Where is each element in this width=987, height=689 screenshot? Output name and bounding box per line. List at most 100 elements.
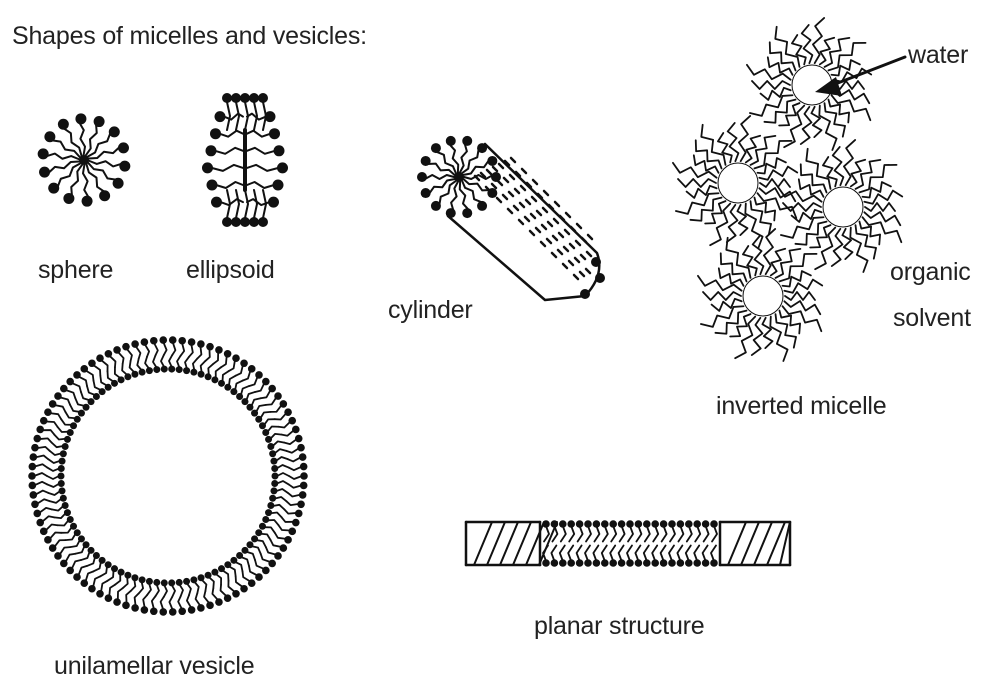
bilayer-head [70,422,77,429]
bilayer-tail [593,546,598,562]
bilayer-head [224,594,232,602]
bilayer-head [83,541,90,548]
bilayer-tail [70,405,80,412]
bilayer-head [284,536,292,544]
bilayer-head [93,393,100,400]
bilayer-head [88,359,96,367]
bilayer-head [161,366,168,373]
bilayer-tail [204,591,209,603]
planar-bilayer-drawing [466,520,790,567]
bilayer-head [28,472,36,480]
bilayer-head [236,552,243,559]
cylinder-texture-dash [531,214,535,218]
bilayer-tail [711,546,716,562]
bilayer-tail [586,526,591,542]
bilayer-head [131,604,139,612]
bilayer-head [159,608,167,616]
bilayer-tail [208,364,213,375]
bilayer-tail [139,582,143,594]
cylinder-texture-dash [533,180,537,184]
bilayer-head [88,547,95,554]
bilayer-tail [155,584,159,596]
bilayer-tail [695,526,700,542]
bilayer-head [31,444,39,452]
ellipsoid-micelle-drawing [202,93,288,227]
bilayer-head [58,480,65,487]
bilayer-tail [216,367,221,378]
bilayer-head [188,606,196,614]
surfactant-head [231,217,241,227]
bilayer-tail [687,526,692,542]
inverted-surfactant-tail [754,141,791,169]
bilayer-head [124,572,131,579]
bilayer-tail [636,526,641,542]
surfactant-head [202,162,213,173]
surfactant-tail [247,148,275,154]
cylinder-texture-dash [515,189,519,193]
bilayer-tail [694,546,699,562]
bilayer-head [230,557,237,564]
bilayer-head [215,598,223,606]
surfactant-head [595,273,605,283]
cylinder-texture-dash [588,235,592,239]
bilayer-head [178,607,186,615]
inverted-surfactant-tail [694,155,719,172]
bilayer-head [40,528,48,536]
bilayer-head [240,585,248,593]
bilayer-tail [194,582,198,594]
bilayer-head [64,436,71,443]
surfactant-tail [247,182,274,188]
surfactant-tail [224,114,243,120]
inverted-surfactant-tail [799,179,824,196]
bilayer-tail [177,356,181,368]
surfactant-head [240,93,250,103]
bilayer-tail [241,557,249,566]
bilayer-head [88,585,96,593]
bilayer-head [702,520,710,528]
bilayer-tail [271,405,282,412]
bilayer-tail [268,426,279,431]
surfactant-head [109,126,120,137]
bilayer-head [710,559,718,567]
bilayer-head [153,579,160,586]
cylinder-texture-dash [571,227,575,231]
bilayer-tail [260,534,270,540]
surfactant-head [249,93,259,103]
inverted-surfactant-tail [730,314,750,336]
bilayer-tail [47,468,59,471]
inverted-surfactant-tail [828,43,865,71]
surfactant-tail [247,165,279,171]
bilayer-head [567,520,575,528]
bilayer-head [96,590,104,598]
bilayer-head [88,398,95,405]
bilayer-head [271,465,278,472]
inverted-surfactant-tail [712,299,742,311]
inverted-surfactant-tail [810,225,830,247]
bilayer-head [270,458,277,465]
bilayer-head [609,520,617,528]
surfactant-head [207,180,218,191]
bilayer-tail [212,588,218,600]
bilayer-head [265,436,272,443]
cylinder-texture-dash [537,211,541,215]
bilayer-tail [100,566,107,576]
bilayer-head [274,552,282,560]
bilayer-tail [249,376,258,386]
bilayer-tail [172,342,175,355]
water-core [743,276,783,316]
surfactant-tail [429,179,454,193]
bilayer-head [73,371,81,379]
surfactant-tail [245,190,248,218]
bilayer-tail [65,412,75,418]
bilayer-head [178,337,186,345]
bilayer-head [255,573,263,581]
bilayer-tail [578,526,583,542]
bilayer-head [146,367,153,374]
bilayer-tail [205,349,209,361]
bilayer-tail [228,581,235,592]
bilayer-tail [577,546,582,562]
bilayer-tail [561,526,566,542]
bilayer-tail [568,546,573,562]
cylinder-texture-dash [577,224,581,228]
